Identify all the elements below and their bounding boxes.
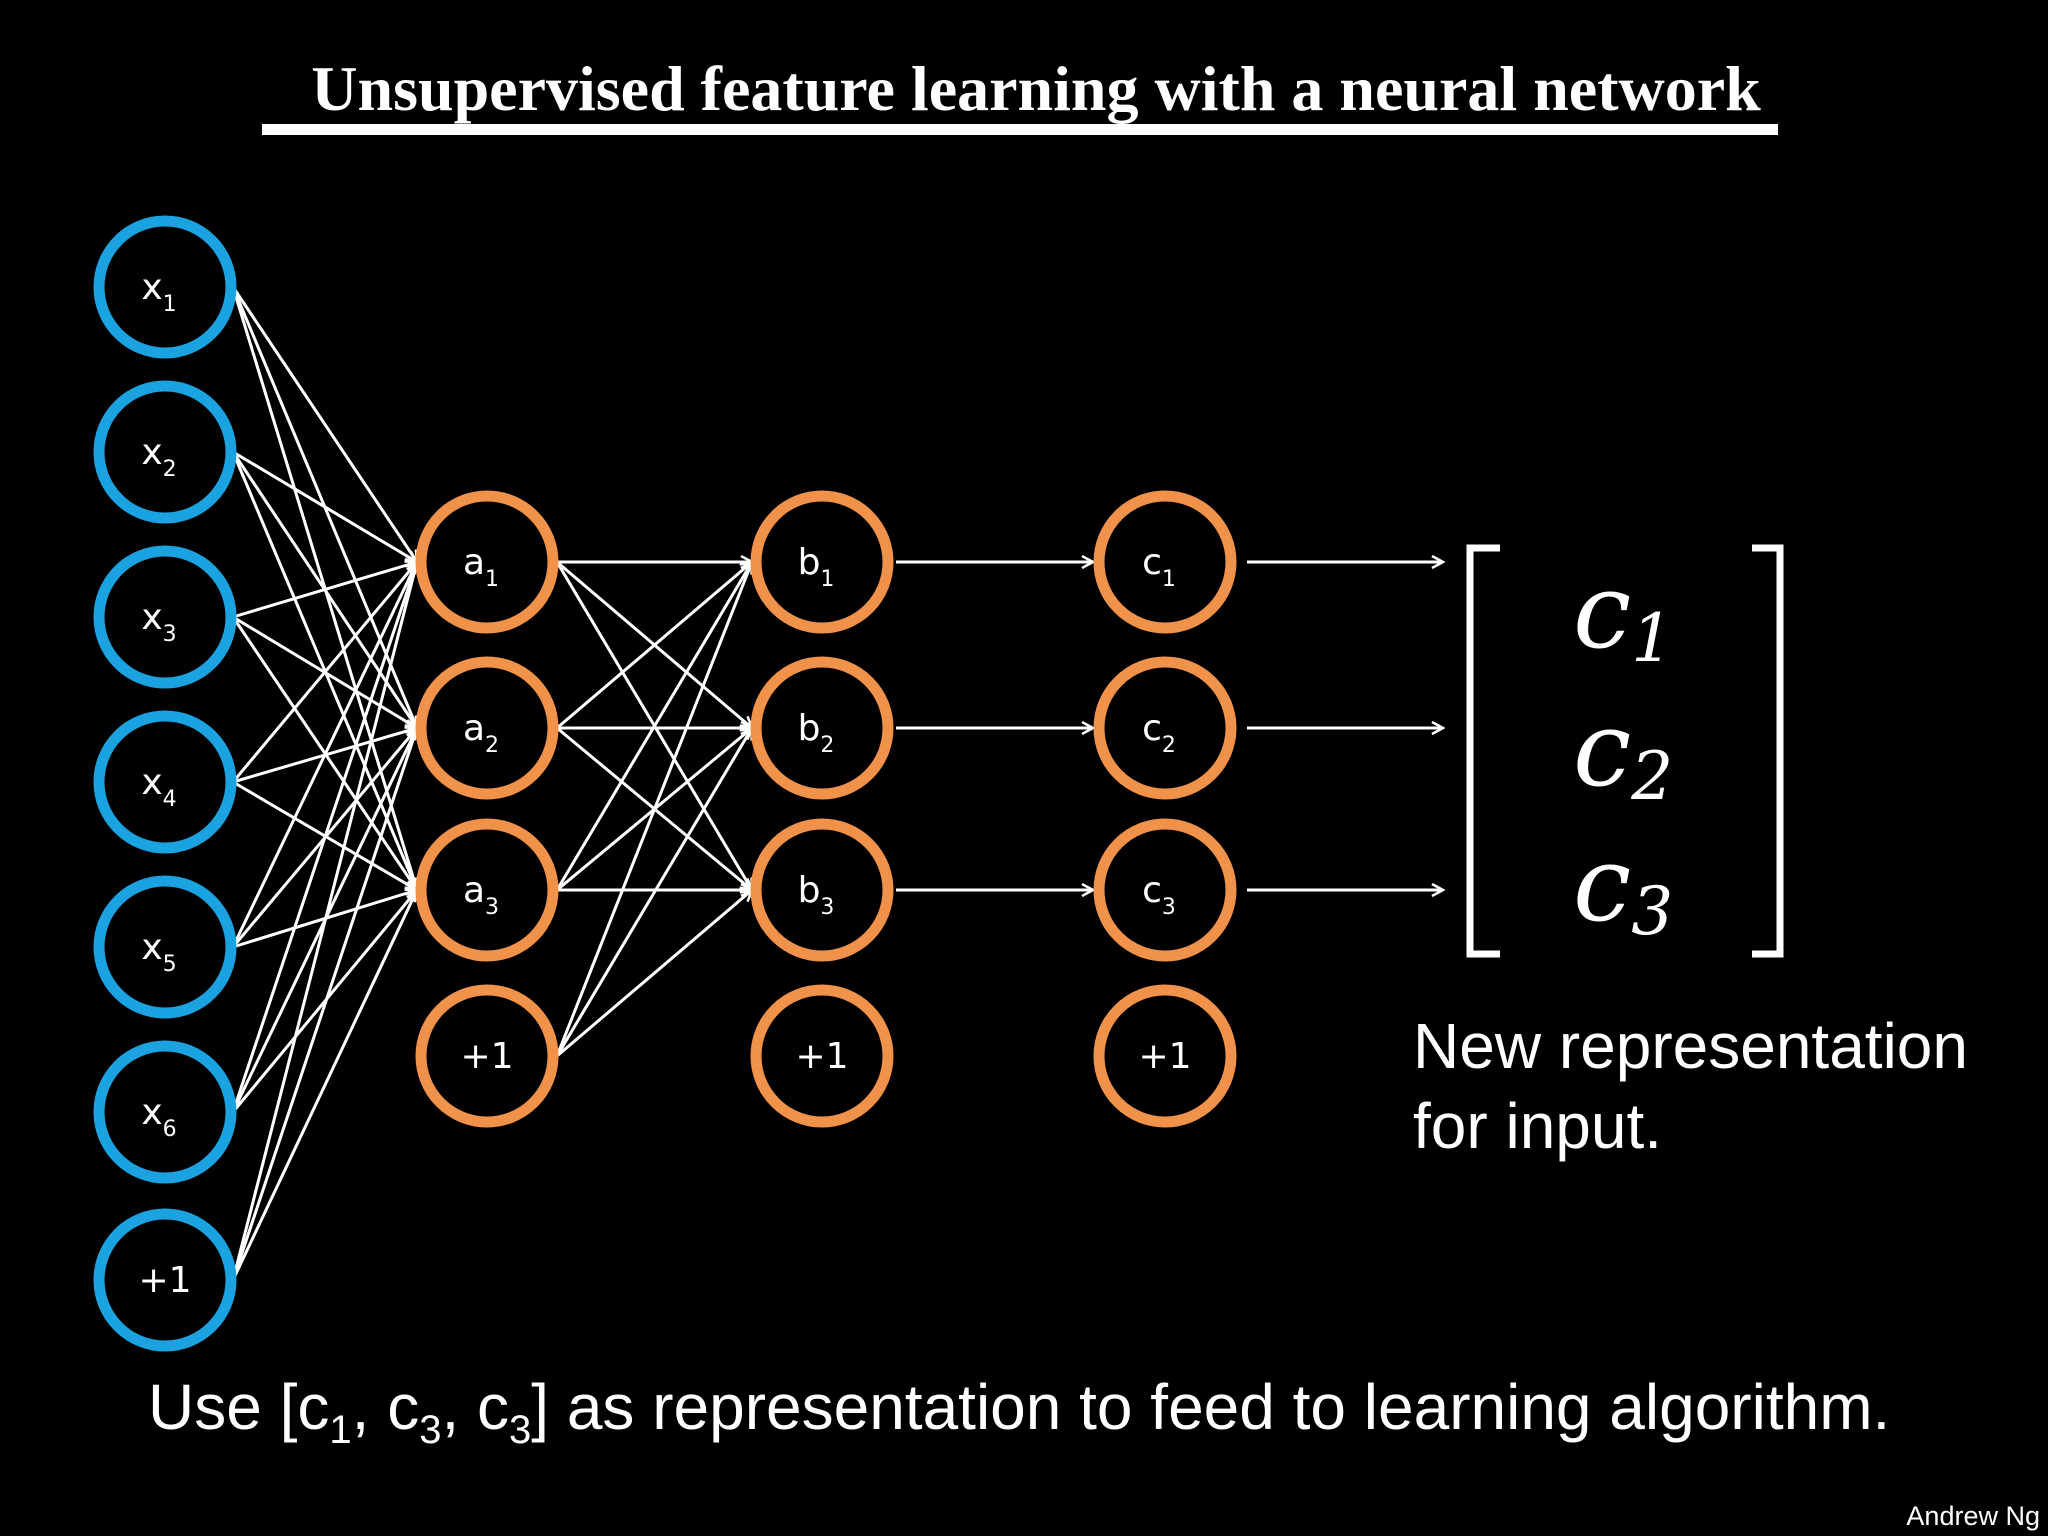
c-node-subscript: 2	[1162, 733, 1176, 758]
edge-a4-b1	[555, 562, 752, 1057]
a-node-circle	[415, 490, 559, 634]
edge-a4-b2	[555, 728, 752, 1057]
right-bracket	[1752, 544, 1784, 958]
c-node-subscript: 3	[1162, 895, 1176, 920]
caption-line-1: New representation	[1413, 1010, 1968, 1082]
b-node-subscript: 3	[820, 895, 834, 920]
input-node-subscript: 6	[163, 1117, 177, 1142]
edge-x7-a2	[231, 728, 417, 1281]
node-input-5: x5	[93, 875, 237, 1019]
edge-x7-a3	[231, 890, 417, 1281]
title-underline	[262, 124, 1778, 135]
input-node-subscript: 2	[163, 457, 177, 482]
node-a-2: a2	[415, 656, 559, 800]
vector-entry-subscript: 2	[1630, 738, 1673, 815]
input-node-circle	[93, 545, 237, 689]
node-input-4: x4	[93, 710, 237, 854]
edge-x7-a1	[231, 562, 417, 1281]
c-node-circle	[1093, 984, 1237, 1128]
node-a-1: a1	[415, 490, 559, 634]
slide-title: Unsupervised feature learning with a neu…	[311, 53, 1761, 124]
a-node-subscript: 3	[485, 895, 499, 920]
b-node-circle	[750, 818, 894, 962]
node-b-1: b1	[750, 490, 894, 634]
node-input-2: x2	[93, 380, 237, 524]
edge-x4-a1	[231, 562, 417, 783]
node-c-bias: +1	[1093, 984, 1237, 1128]
edge-a2-b1	[556, 562, 752, 730]
b-node-subscript: 1	[820, 567, 834, 592]
b-node-label: +1	[795, 1036, 848, 1077]
input-node-label: +1	[138, 1260, 191, 1301]
input-node-circle	[93, 1208, 237, 1352]
node-input-6: x6	[93, 1040, 237, 1184]
vector-entry-subscript: 1	[1631, 600, 1673, 677]
a-node-label: +1	[460, 1036, 513, 1077]
input-node-circle	[93, 1040, 237, 1184]
edge-x5-a1	[231, 562, 417, 948]
edge-x6-a1	[231, 562, 417, 1113]
a-node-circle	[415, 984, 559, 1128]
node-a-bias: +1	[415, 984, 559, 1128]
node-b-2: b2	[750, 656, 894, 800]
node-a-3: a3	[415, 818, 559, 962]
node-c-1: c1	[1093, 490, 1237, 634]
connections	[231, 286, 1443, 1281]
input-node-subscript: 1	[163, 292, 177, 317]
node-b-bias: +1	[750, 984, 894, 1128]
node-input-1: x1	[93, 215, 237, 359]
c-node-circle	[1093, 490, 1237, 634]
a-node-circle	[415, 656, 559, 800]
c-node-circle	[1093, 656, 1237, 800]
b-node-subscript: 2	[820, 733, 834, 758]
edge-x1-a1	[231, 286, 417, 562]
input-node-circle	[93, 875, 237, 1019]
a-node-subscript: 1	[485, 567, 499, 592]
bottom-statement: Use [c1, c3, c3] as representation to fe…	[148, 1371, 1890, 1452]
node-input-3: x3	[93, 545, 237, 689]
vector-entry-c3: c3	[1573, 823, 1673, 950]
node-c-3: c3	[1093, 818, 1237, 962]
input-node-subscript: 3	[163, 622, 177, 647]
left-bracket	[1466, 544, 1500, 958]
node-b-3: b3	[750, 818, 894, 962]
node-input-bias: +1	[93, 1208, 237, 1352]
edge-a3-b1	[555, 562, 752, 891]
caption-line-2: for input.	[1413, 1090, 1662, 1162]
input-node-circle	[93, 215, 237, 359]
input-node-subscript: 4	[163, 787, 177, 812]
b-node-circle	[750, 490, 894, 634]
input-node-circle	[93, 380, 237, 524]
c-node-subscript: 1	[1162, 567, 1176, 592]
input-node-subscript: 5	[163, 952, 177, 977]
c-node-circle	[1093, 818, 1237, 962]
c-node-label: +1	[1138, 1036, 1191, 1077]
a-node-circle	[415, 818, 559, 962]
vector-entry-subscript: 3	[1631, 873, 1673, 950]
edge-x2-a1	[232, 450, 417, 562]
node-c-2: c2	[1093, 656, 1237, 800]
a-node-subscript: 2	[485, 733, 499, 758]
edge-a4-b3	[556, 890, 752, 1058]
b-node-circle	[750, 984, 894, 1128]
b-node-circle	[750, 656, 894, 800]
edge-x3-a1	[232, 562, 417, 619]
author-credit: Andrew Ng	[1906, 1501, 2040, 1531]
nodes: x1 x2 x3 x4 x5 x6 +1 a1 a2 a3 +1 b1 b2 b3 +1 c1 c2 c3 +1	[93, 215, 1237, 1352]
input-node-circle	[93, 710, 237, 854]
